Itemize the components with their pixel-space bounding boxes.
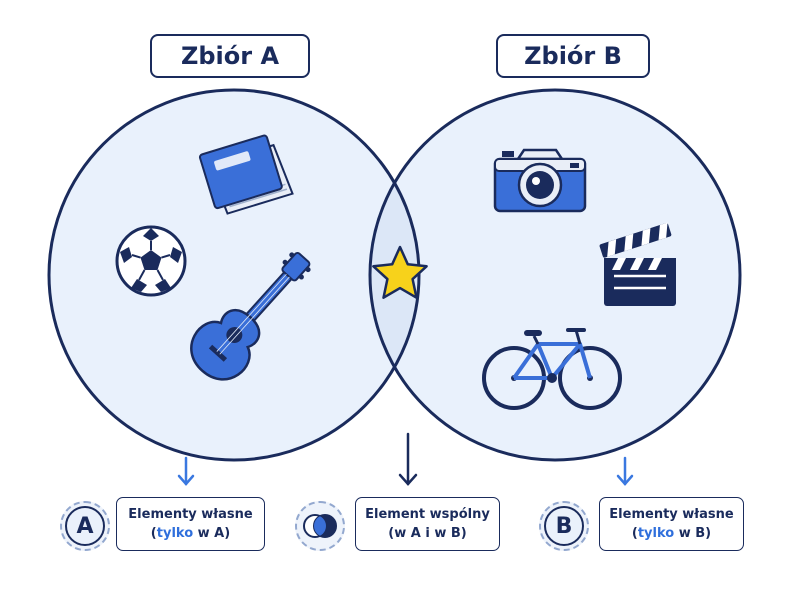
camera-icon <box>493 148 587 213</box>
legend-b-badge: B <box>539 501 589 551</box>
clapperboard-icon <box>599 222 676 306</box>
book-icon <box>198 134 294 215</box>
legend-a-letter: A <box>65 506 105 546</box>
legend-common-box: Element wspólny (w A i w B) <box>355 497 500 551</box>
legend-a-line1: Elementy własne <box>128 507 253 522</box>
soccer-ball-icon <box>115 225 187 297</box>
legend-b-accent: tylko <box>637 526 675 541</box>
set-a-title: Zbiór A <box>150 34 310 78</box>
legend-b-letter: B <box>544 506 584 546</box>
legend-b-line2: (tylko w B) <box>631 526 712 541</box>
legend-a-badge: A <box>60 501 110 551</box>
legend-a-line2: (tylko w A) <box>150 526 231 541</box>
set-b-title: Zbiór B <box>496 34 650 78</box>
arrow-down-b-icon <box>616 456 634 486</box>
guitar-icon <box>190 251 311 381</box>
legend-a-box: Elementy własne (tylko w A) <box>116 497 265 551</box>
legend-b-line1: Elementy własne <box>609 507 734 522</box>
legend-common-line2: (w A i w B) <box>388 526 467 541</box>
set-a-circle <box>49 90 419 460</box>
bicycle-icon <box>482 328 622 410</box>
legend-a-accent: tylko <box>156 526 194 541</box>
star-icon <box>372 245 428 299</box>
arrow-down-a-icon <box>177 456 195 486</box>
legend-common-badge <box>295 501 345 551</box>
intersection-icon <box>303 514 337 538</box>
legend-b-box: Elementy własne (tylko w B) <box>599 497 744 551</box>
set-b-circle <box>370 90 740 460</box>
arrow-down-common-icon <box>398 432 418 486</box>
legend-common-line1: Element wspólny <box>365 507 490 522</box>
